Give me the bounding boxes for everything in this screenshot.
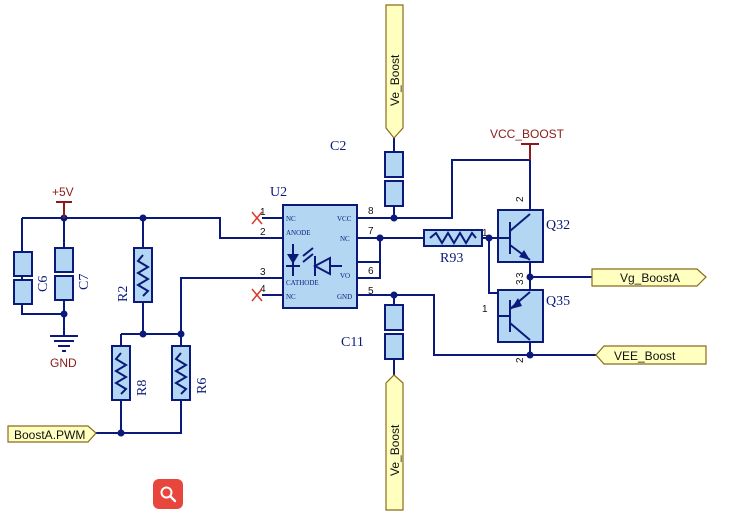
- resistor-r8: R8: [111, 345, 150, 401]
- vg-boosta-label: Vg_BoostA: [620, 271, 680, 285]
- u2-pin-7: 7: [368, 226, 374, 237]
- transistor-q32: Q32 1 2 3: [482, 196, 570, 278]
- resistor-r2: R2: [116, 247, 153, 303]
- u2-pin-8: 8: [368, 206, 374, 217]
- q32-pin-emitter: 3: [515, 272, 526, 278]
- ground-symbol: GND: [50, 334, 78, 370]
- r6-label: R6: [195, 378, 210, 394]
- transistor-q35: Q35 1 3 2: [482, 279, 570, 363]
- r8-label: R8: [135, 380, 150, 396]
- r2-label: R2: [116, 286, 131, 302]
- resistor-r93: R93: [423, 229, 483, 266]
- zoom-icon: [160, 486, 177, 503]
- u2-pin-name-nc-4: NC: [286, 293, 296, 301]
- ve-boost-bottom-port: Ve_Boost: [385, 374, 404, 511]
- c2-label: C2: [330, 139, 346, 154]
- zoom-button[interactable]: [153, 479, 183, 509]
- c7-label: C7: [77, 274, 92, 290]
- u2-pin-3: 3: [260, 267, 266, 278]
- vcc-boost-symbol: VCC_BOOST: [490, 127, 565, 160]
- u2-pin-name-cathode: CATHODE: [286, 279, 319, 287]
- q32-pin-collector: 2: [515, 196, 526, 202]
- capacitor-c2: C2: [330, 139, 404, 207]
- u2-pin-name-gnd: GND: [337, 293, 352, 301]
- u2-pin-6: 6: [368, 266, 374, 277]
- u2-label: U2: [270, 185, 287, 200]
- q35-pin-collector: 2: [515, 357, 526, 363]
- ve-boost-top-label: Ve_Boost: [388, 54, 402, 106]
- q35-label: Q35: [546, 294, 570, 309]
- ve-boost-bottom-label: Ve_Boost: [388, 424, 402, 476]
- power-5v-label: +5V: [52, 185, 74, 199]
- u2-pin-name-vo: VO: [340, 272, 350, 280]
- boosta-pwm-port: BoostA.PWM: [7, 425, 97, 443]
- u2-pin-2: 2: [260, 227, 266, 238]
- q32-pin-base: 1: [482, 228, 488, 239]
- vee-boost-label: VEE_Boost: [614, 349, 676, 363]
- vg-boosta-port: Vg_BoostA: [591, 268, 707, 287]
- u2-pin-5: 5: [368, 286, 374, 297]
- r93-label: R93: [440, 251, 463, 266]
- u2-pin-name-anode: ANODE: [286, 229, 311, 237]
- u2-pin-1: 1: [260, 207, 266, 218]
- no-connect-markers: [251, 211, 263, 302]
- ve-boost-top-port: Ve_Boost: [385, 4, 404, 139]
- u2-pin-name-nc-1: NC: [286, 215, 296, 223]
- u2-pin-name-nc-7: NC: [340, 235, 350, 243]
- gnd-label: GND: [50, 356, 77, 370]
- capacitor-c11: C11: [341, 304, 404, 360]
- power-5v-symbol: +5V: [52, 185, 74, 218]
- capacitor-c6: C6: [13, 218, 51, 314]
- q35-pin-base: 1: [482, 304, 488, 315]
- vee-boost-port: VEE_Boost: [595, 345, 707, 365]
- capacitor-c7: C7: [54, 218, 92, 314]
- vcc-boost-label: VCC_BOOST: [490, 127, 565, 141]
- u2-pin-4: 4: [260, 284, 266, 295]
- c11-label: C11: [341, 335, 364, 350]
- q32-label: Q32: [546, 218, 570, 233]
- resistor-r6: R6: [171, 345, 210, 401]
- u2-pin-name-vcc: VCC: [337, 215, 352, 223]
- c6-label: C6: [36, 276, 51, 292]
- q35-pin-emitter: 3: [515, 279, 526, 285]
- u2-led-icon: [286, 244, 342, 276]
- optocoupler-u2: U2 1 2 3 4 5 6 7 8 NC ANODE CATHODE NC V…: [251, 185, 378, 309]
- boosta-pwm-label: BoostA.PWM: [14, 428, 85, 442]
